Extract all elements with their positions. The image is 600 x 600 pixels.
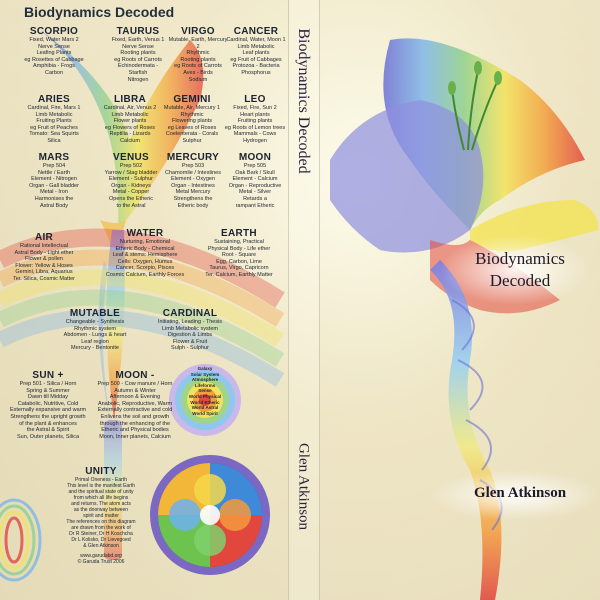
spine-author: Glen Atkinson: [295, 442, 312, 531]
back-cover: Biodynamics Decoded SCORPIO Fixed, Water…: [0, 0, 288, 600]
front-cover: [318, 0, 600, 600]
back-lily: [40, 30, 204, 560]
zodiac-mandala: [150, 455, 270, 575]
back-title: Biodynamics Decoded: [24, 4, 175, 20]
footer-credits: www.garudabd.org© Garuda Trust 2006: [77, 553, 125, 565]
front-title: Biodynamics Decoded: [475, 249, 565, 290]
spine-title: Biodynamics Decoded: [295, 28, 312, 174]
concentric-target-diagram: [169, 364, 241, 436]
back-rainbow-field: [0, 228, 285, 387]
prism-decoration: [0, 498, 42, 582]
front-author: Glen Atkinson: [473, 485, 567, 501]
spine: [288, 0, 320, 600]
